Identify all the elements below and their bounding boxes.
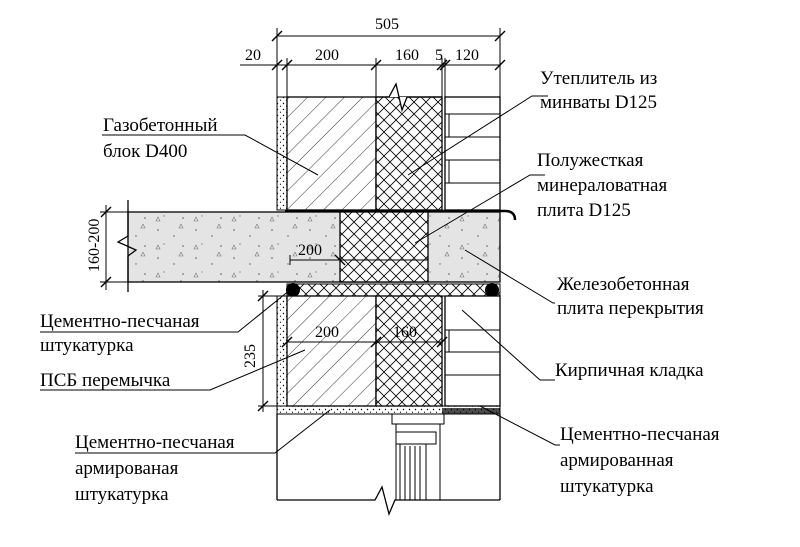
label-reinforced-plaster-left-line1: Цементно-песчаная (75, 432, 235, 453)
label-semi-rigid-line2: минераловатная (537, 175, 667, 196)
label-reinforced-plaster-right-line2: армированная (560, 450, 674, 471)
label-brickwork: Кирпичная кладка (555, 360, 704, 381)
lower-wall (276, 295, 501, 517)
lintel-height-dimension (257, 290, 277, 412)
dim-lower-block: 200 (315, 324, 339, 341)
label-semi-rigid-line3: плита D125 (537, 200, 631, 221)
floor-slab: 200 (116, 200, 517, 297)
lower-plaster (276, 295, 288, 407)
label-slab-line2: плита перекрытия (557, 298, 704, 319)
label-aerated-block-line1: Газобетонный (103, 115, 218, 136)
slab-height-dimension (100, 205, 128, 290)
dim-total: 505 (375, 16, 399, 33)
label-reinforced-plaster-right-line3: штукатурка (560, 476, 654, 497)
label-lintel: ПСБ перемычка (40, 370, 171, 391)
lower-brickwork (444, 295, 501, 407)
right-sealant-cord (485, 283, 499, 297)
slab-block-dimension: 200 (298, 242, 322, 259)
upper-brickwork (444, 96, 501, 211)
label-insulation-line1: Утеплитель из (540, 68, 657, 89)
label-slab-line1: Железобетонная (557, 274, 690, 295)
dim-aerated-block: 200 (315, 47, 339, 64)
lower-dimension-chain (281, 336, 448, 348)
upper-wall (276, 82, 501, 211)
label-reinforced-plaster-left-line2: армированая (75, 458, 179, 479)
left-sealant-cord (286, 283, 300, 297)
label-insulation-line2: минваты D125 (540, 92, 657, 113)
dim-brick: 120 (455, 47, 479, 64)
dim-gap: 5 (435, 47, 443, 64)
label-semi-rigid-line1: Полужесткая (537, 150, 644, 171)
label-cement-plaster-line2: штукатурка (40, 335, 134, 356)
leader-lines (40, 95, 560, 454)
dim-lintel-height: 235 (242, 344, 259, 368)
label-reinforced-plaster-left-line3: штукатурка (75, 484, 169, 505)
label-aerated-block-line2: блок D400 (103, 141, 187, 162)
dim-plaster: 20 (245, 47, 261, 64)
dim-lower-insulation: 160 (393, 324, 417, 341)
dim-slab-height: 160-200 (86, 219, 103, 272)
dim-insulation: 160 (395, 47, 419, 64)
window-opening (276, 408, 501, 517)
label-cement-plaster-line1: Цементно-песчаная (40, 311, 200, 332)
label-reinforced-plaster-right-line1: Цементно-песчаная (560, 424, 720, 445)
top-dimension-chain (240, 28, 506, 97)
